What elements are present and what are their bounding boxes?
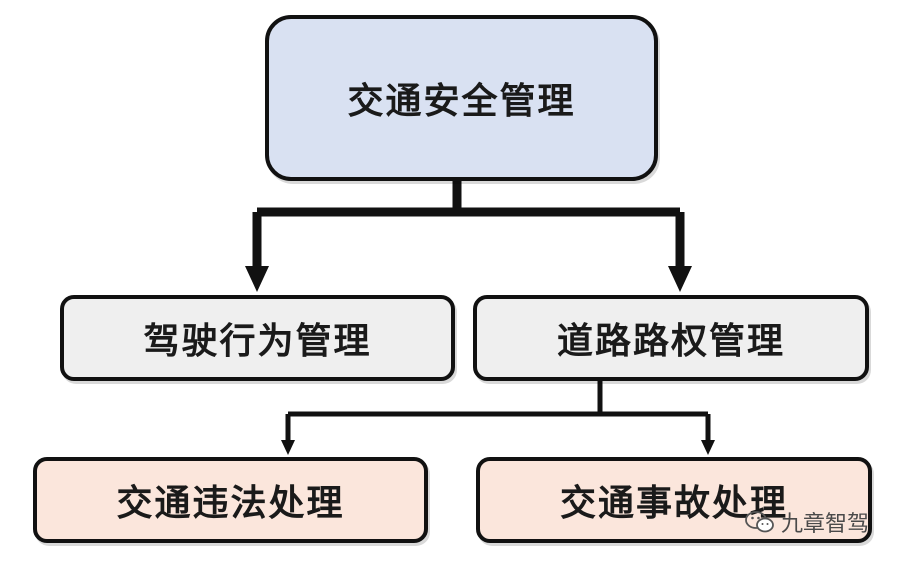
wechat-icon bbox=[745, 511, 774, 533]
road-right-of-way-node: 道路路权管理 bbox=[473, 295, 869, 381]
traffic-violation-node: 交通违法处理 bbox=[33, 457, 428, 543]
root-node: 交通安全管理 bbox=[265, 15, 658, 181]
driving-behavior-node: 驾驶行为管理 bbox=[60, 295, 455, 381]
road-to-level2-connector bbox=[285, 381, 711, 441]
root-to-level1-connector bbox=[252, 181, 685, 268]
traffic-accident-label: 交通事故处理 bbox=[559, 482, 788, 524]
road-right-of-way-label: 道路路权管理 bbox=[556, 320, 785, 362]
traffic-accident-node: 交通事故处理 bbox=[476, 457, 872, 543]
arrow-to-violation bbox=[281, 440, 295, 455]
watermark-text: 九章智驾 bbox=[780, 512, 869, 537]
arrow-to-accident bbox=[701, 440, 715, 455]
arrow-to-road bbox=[668, 266, 692, 292]
arrow-to-driving bbox=[245, 266, 269, 292]
root-node-label: 交通安全管理 bbox=[347, 80, 576, 122]
watermark: 九章智驾 bbox=[745, 506, 869, 538]
traffic-violation-label: 交通违法处理 bbox=[116, 482, 345, 524]
driving-behavior-label: 驾驶行为管理 bbox=[143, 320, 372, 362]
